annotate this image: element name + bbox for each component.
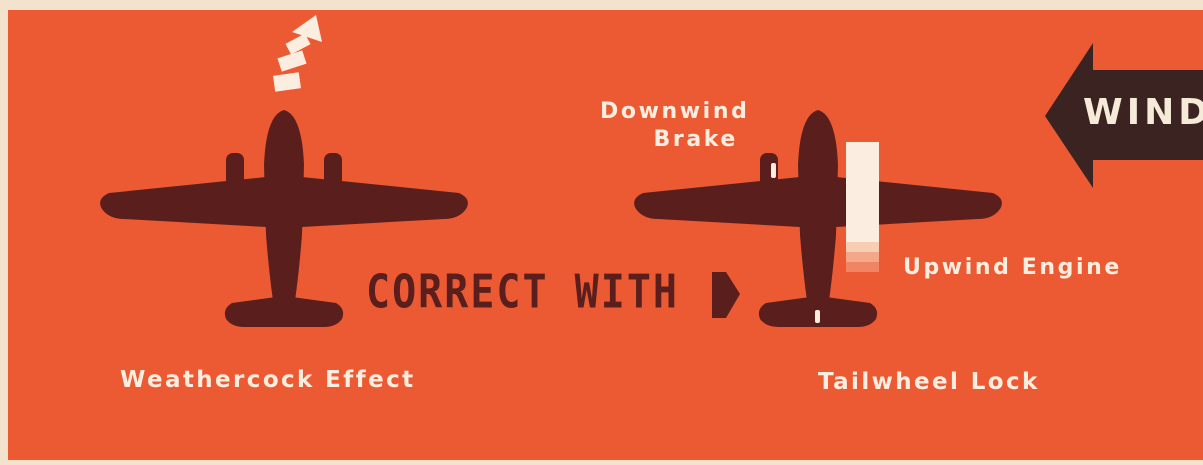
downwind-brake-label: Downwind Brake — [600, 98, 749, 154]
weathercock-effect-label: Weathercock Effect — [120, 367, 416, 393]
tailwheel-marker — [815, 310, 820, 323]
brake-marker — [771, 163, 776, 178]
thrust-bar-icon — [846, 142, 879, 272]
wind-label: WIND — [1083, 92, 1203, 133]
upwind-engine-label: Upwind Engine — [903, 255, 1122, 280]
downwind-label-line2: Brake — [600, 126, 749, 154]
tailwheel-lock-label: Tailwheel Lock — [818, 369, 1040, 395]
curved-dashed-arrow-icon — [273, 15, 322, 92]
right-pointer-arrow-icon — [712, 272, 740, 318]
downwind-label-line1: Downwind — [600, 98, 749, 126]
correct-with-label: CORRECT WITH — [366, 266, 679, 319]
